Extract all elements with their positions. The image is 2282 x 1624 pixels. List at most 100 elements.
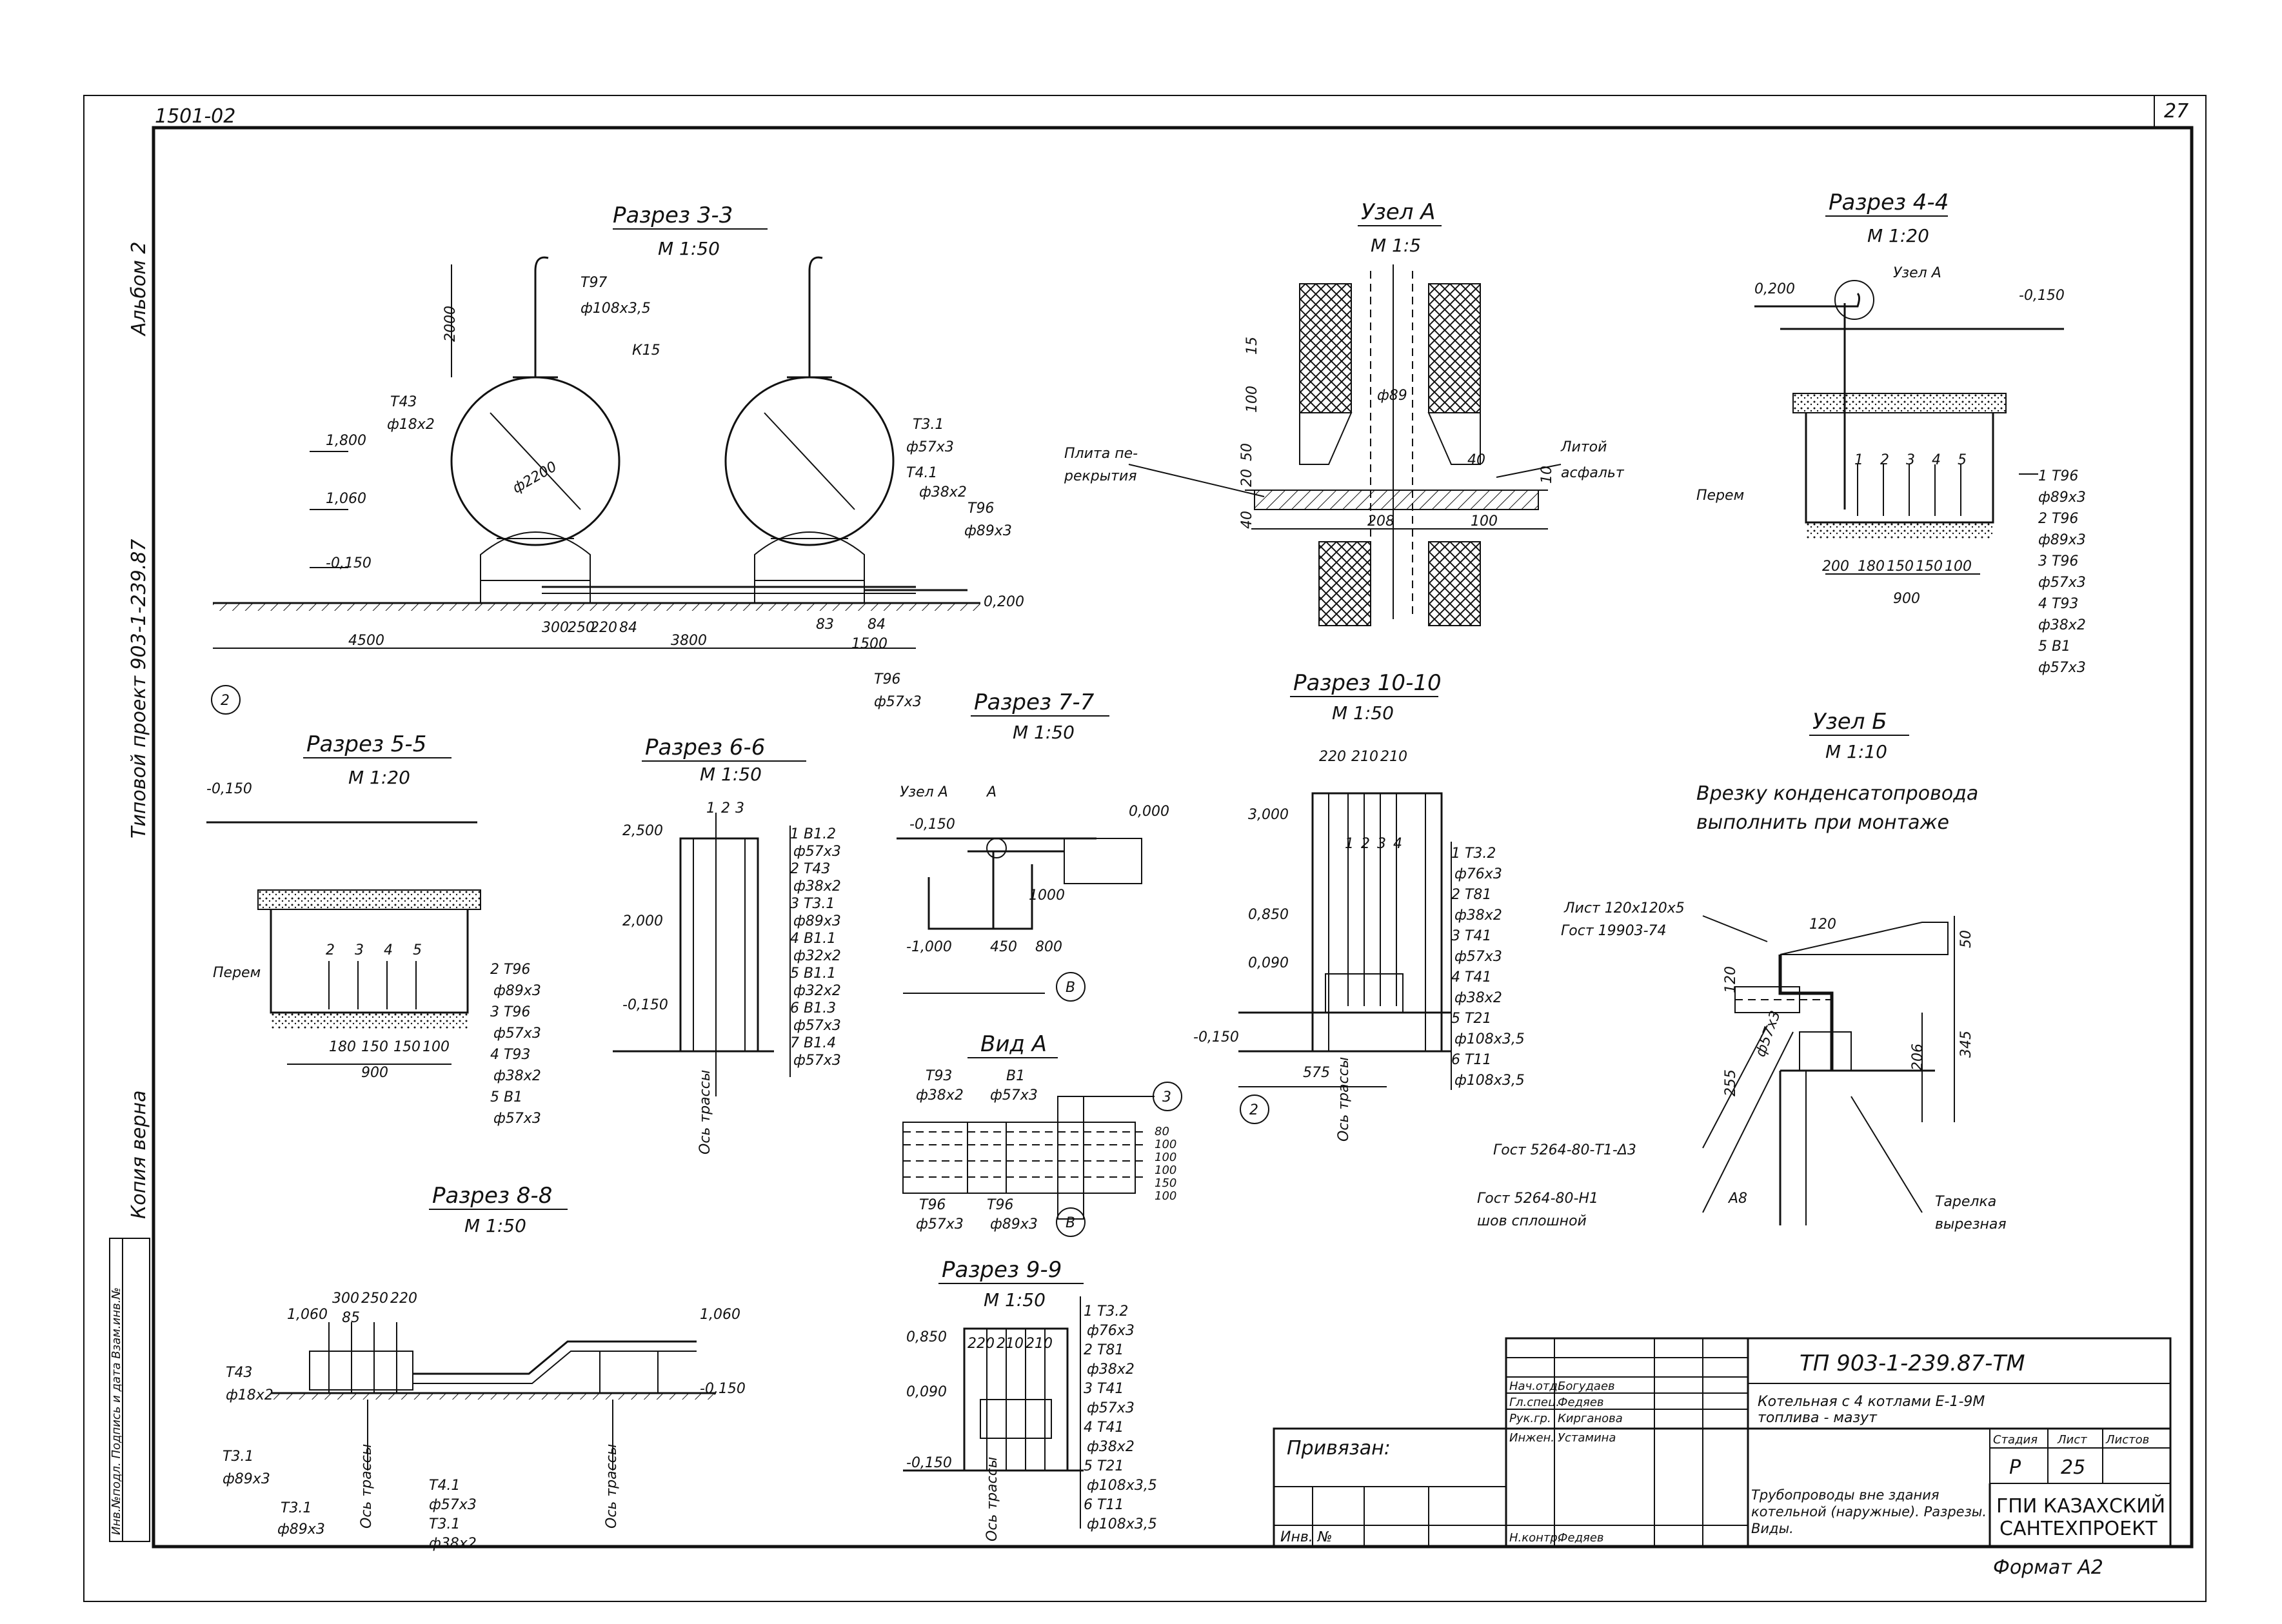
svg-text:Кирганова: Кирганова [1558,1412,1623,1425]
svg-text:3800: 3800 [671,633,707,649]
svg-text:208: 208 [1367,513,1394,530]
svg-text:Вид А: Вид А [980,1031,1047,1057]
svg-text:М 1:50: М 1:50 [1332,702,1394,724]
svg-text:4 В1.1: 4 В1.1 [790,931,836,947]
svg-text:ф57х3: ф57х3 [1752,1009,1784,1059]
svg-text:ф108х3,5: ф108х3,5 [1454,1073,1525,1089]
svg-text:150: 150 [1887,559,1914,575]
svg-text:6 Т11: 6 Т11 [1451,1052,1491,1068]
svg-text:Т3.1: Т3.1 [223,1449,253,1465]
svg-text:4: 4 [1932,452,1941,468]
svg-text:0,090: 0,090 [906,1384,947,1400]
svg-text:900: 900 [361,1065,388,1081]
side-labels: Альбом 2 Типовой проект 903-1-239.87 Коп… [109,242,150,1542]
outer-frame [83,95,2207,1602]
svg-text:выполнить при монтаже: выполнить при монтаже [1696,811,1949,834]
svg-text:4500: 4500 [348,633,384,649]
svg-text:ф89х3: ф89х3 [2038,490,2086,506]
svg-text:Федяев: Федяев [1558,1531,1604,1545]
svg-text:Плита пе-: Плита пе- [1064,446,1138,462]
svg-text:84: 84 [619,620,637,636]
svg-text:ф38х2: ф38х2 [916,1087,964,1104]
svg-text:ф89: ф89 [1377,388,1407,404]
svg-text:ф57х3: ф57х3 [906,439,954,455]
svg-text:Гост 5264-80-Н1: Гост 5264-80-Н1 [1477,1191,1598,1207]
svg-text:Разрез 4-4: Разрез 4-4 [1829,190,1949,215]
svg-text:1 В1.2: 1 В1.2 [790,826,836,842]
svg-text:100: 100 [1471,513,1498,530]
svg-text:300: 300 [332,1291,359,1307]
svg-text:250: 250 [568,620,595,636]
svg-text:100: 100 [1155,1164,1176,1177]
svg-text:ф76х3: ф76х3 [1087,1323,1135,1339]
svg-text:-0,150: -0,150 [909,817,955,833]
svg-text:1,060: 1,060 [287,1307,328,1323]
svg-text:Т43: Т43 [390,394,417,410]
svg-text:2 Т96: 2 Т96 [490,962,530,978]
svg-text:Т96: Т96 [987,1197,1013,1213]
svg-text:М 1:50: М 1:50 [700,764,762,785]
svg-text:В: В [1066,1215,1075,1231]
svg-text:Разрез 9-9: Разрез 9-9 [942,1257,1062,1283]
svg-text:Ось трассы: Ось трассы [1336,1057,1352,1142]
svg-text:7 В1.4: 7 В1.4 [790,1035,836,1051]
svg-text:ф38х2: ф38х2 [1454,990,1502,1006]
svg-text:Разрез 10-10: Разрез 10-10 [1293,670,1442,696]
svg-text:ф57х3: ф57х3 [874,694,922,710]
svg-text:Р: Р [2009,1456,2021,1479]
svg-text:50: 50 [1958,930,1974,948]
svg-text:3 Т41: 3 Т41 [1451,928,1491,944]
svg-text:ф38х2: ф38х2 [429,1536,477,1552]
svg-text:2,500: 2,500 [622,823,663,839]
svg-text:300: 300 [542,620,569,636]
svg-text:345: 345 [1958,1031,1974,1058]
svg-text:Гост 19903-74: Гост 19903-74 [1561,923,1667,939]
svg-text:ф38х2: ф38х2 [919,484,967,500]
svg-text:15: 15 [1244,337,1260,355]
svg-text:-0,150: -0,150 [206,781,252,797]
svg-text:ф108х3,5: ф108х3,5 [1454,1031,1525,1047]
svg-text:25: 25 [2061,1456,2085,1479]
svg-text:84: 84 [868,617,886,633]
svg-text:В: В [1066,980,1075,996]
svg-text:ф57х3: ф57х3 [793,1018,841,1034]
section-4-4: Разрез 4-4 М 1:20 0,200 Узел А -0,150 Пе… [1696,190,2086,676]
svg-text:3,000: 3,000 [1248,807,1289,823]
svg-text:ф57х3: ф57х3 [1087,1400,1135,1416]
svg-text:5: 5 [413,942,422,958]
svg-text:-1,000: -1,000 [906,939,952,955]
svg-text:1: 1 [1854,452,1863,468]
svg-text:-0,150: -0,150 [1193,1029,1239,1045]
svg-text:Т4.1: Т4.1 [429,1478,460,1494]
svg-text:5 В1: 5 В1 [490,1089,522,1105]
svg-text:ф57х3: ф57х3 [493,1025,541,1042]
svg-text:150: 150 [1155,1176,1176,1190]
svg-text:ф32х2: ф32х2 [793,948,841,964]
svg-text:САНТЕХПРОЕКТ: САНТЕХПРОЕКТ [1999,1518,2158,1540]
svg-text:2: 2 [721,800,730,817]
svg-text:ф38х2: ф38х2 [1087,1362,1135,1378]
svg-text:Гл.спец.: Гл.спец. [1509,1396,1560,1409]
svg-text:Ось трассы: Ось трассы [697,1070,713,1154]
svg-text:4 Т93: 4 Т93 [2038,596,2078,612]
svg-text:М 1:50: М 1:50 [658,238,720,259]
svg-text:2: 2 [326,942,335,958]
svg-text:20: 20 [1239,469,1255,487]
svg-text:ф38х2: ф38х2 [793,878,841,895]
svg-text:Инжен.: Инжен. [1509,1431,1554,1445]
svg-text:0,850: 0,850 [906,1329,947,1345]
svg-text:Типовой проект 903-1-239.87: Типовой проект 903-1-239.87 [128,539,150,838]
svg-text:М 1:20: М 1:20 [348,767,410,788]
svg-text:Литой: Литой [1560,439,1607,455]
svg-text:2,000: 2,000 [622,913,663,929]
svg-text:120: 120 [1723,966,1739,993]
svg-text:4: 4 [1393,836,1402,852]
svg-text:0,850: 0,850 [1248,907,1289,923]
svg-text:ф57х3: ф57х3 [2038,660,2086,676]
svg-text:100: 100 [1244,386,1260,413]
section-9-9: Разрез 9-9 М 1:50 0,850 220 210 210 0,09… [903,1257,1157,1541]
node-a: Узел А М 1:5 15 100 20 50 40 ф89 40 10 [1064,199,1625,626]
svg-text:180: 180 [1858,559,1885,575]
svg-text:ф18х2: ф18х2 [387,417,435,433]
format-label: Формат А2 [1993,1556,2103,1579]
